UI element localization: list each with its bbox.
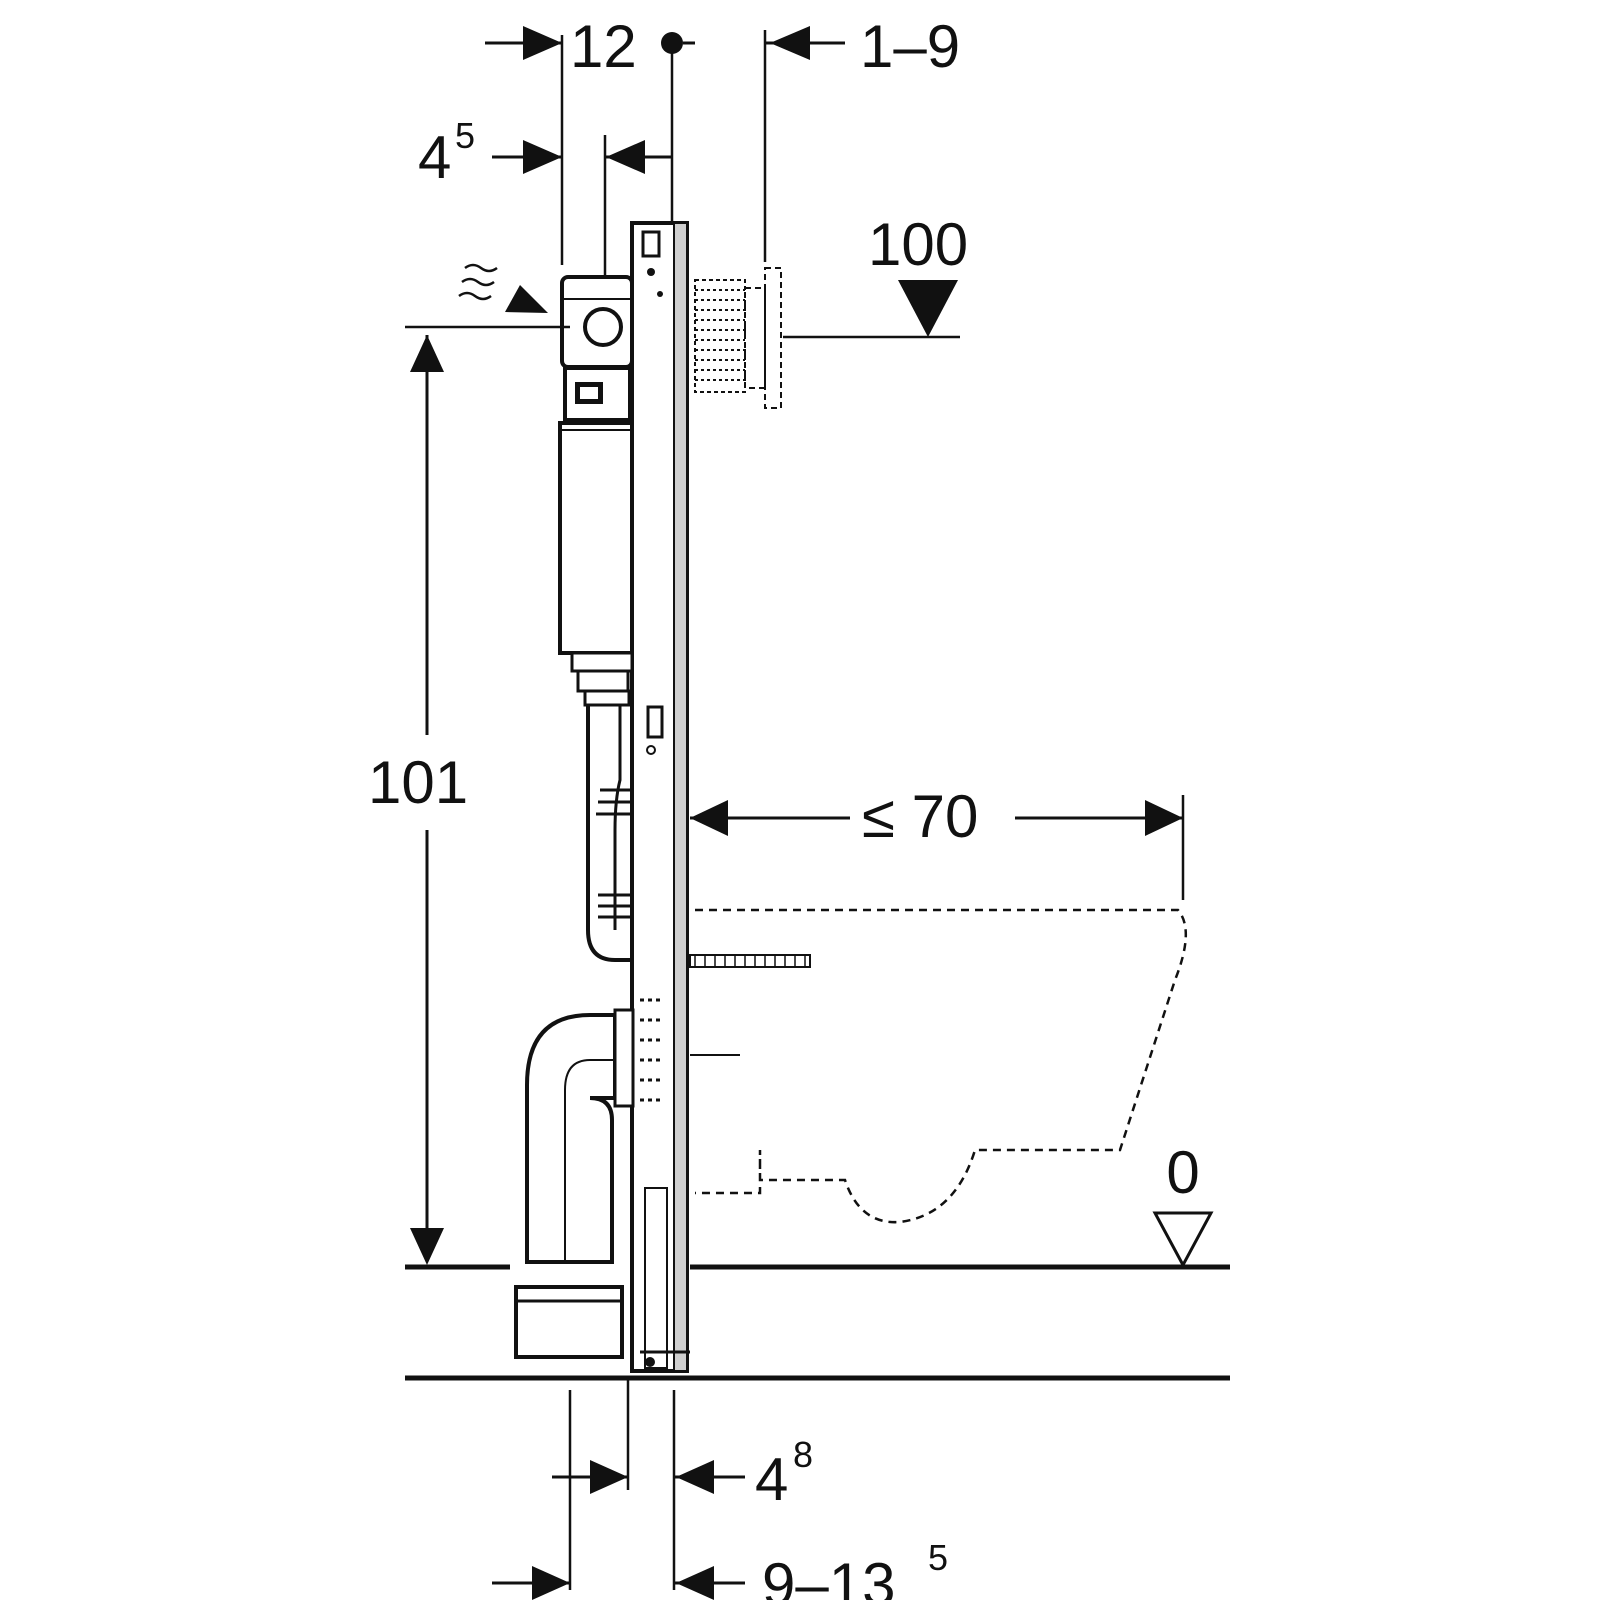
installation-frame [630, 221, 690, 1373]
dim-label-101: 101 [368, 749, 468, 816]
dim-label-1-9: 1–9 [860, 13, 960, 80]
dimension-lines [410, 26, 1214, 1600]
dim-label-9-13-5-sup: 5 [928, 1537, 948, 1578]
reference-point-dot [661, 32, 683, 54]
dim-label-4-5-sup: 5 [455, 115, 475, 156]
floor-lines [405, 1264, 1230, 1381]
dim-label-100: 100 [868, 211, 968, 278]
dim-label-4-5-main: 4 [418, 124, 451, 191]
actuator-plate [694, 267, 782, 409]
dim-label-12: 12 [570, 13, 637, 80]
dim-label-4-8-main: 4 [755, 1446, 788, 1513]
dimension-labels: 12 1–9 4 5 101 100 ≤ 70 0 4 8 9–13 5 [368, 13, 1200, 1600]
drain-bend [514, 998, 660, 1359]
concealed-cistern [558, 275, 634, 962]
dim-label-9-13-5-main: 9–13 [762, 1551, 895, 1600]
dim-label-4-8-sup: 8 [793, 1434, 813, 1475]
wc-bowl-outline [689, 908, 1188, 1224]
dim-label-0: 0 [1166, 1139, 1199, 1206]
dim-label-projection: ≤ 70 [862, 783, 978, 850]
